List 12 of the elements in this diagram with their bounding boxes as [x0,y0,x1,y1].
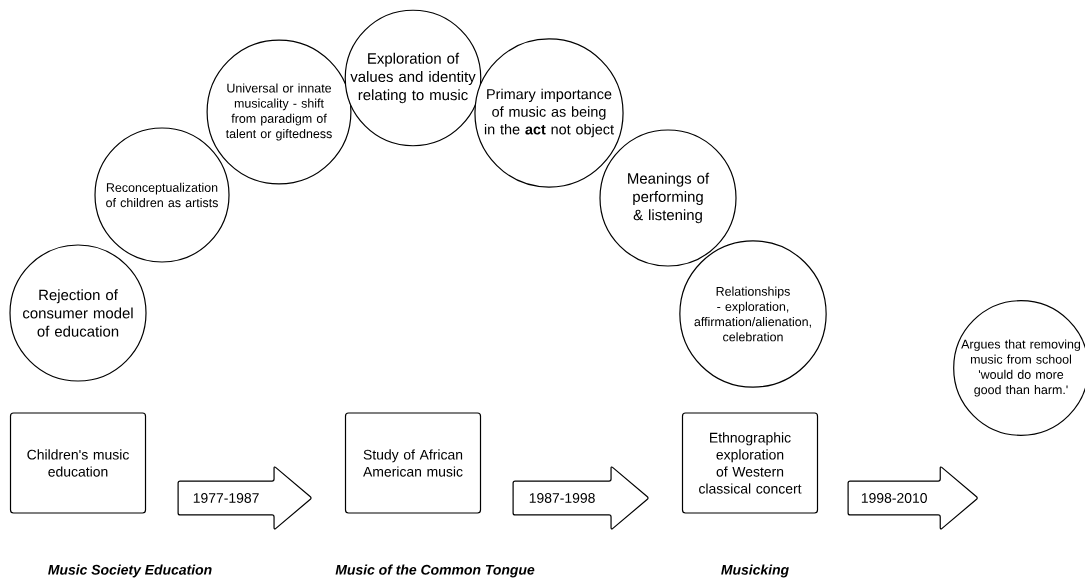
publication-box: Ethnographic exploration of Western classical concert [681,412,819,514]
book-title: Music of the Common Tongue [335,564,535,578]
block-arrow [177,466,312,530]
book-title: Music Society Education [48,564,212,578]
edge-label: 1987-1998 [529,493,595,503]
book-title: Musicking [721,564,789,578]
publication-box: Study of African American music [344,412,482,514]
block-arrow [847,466,978,530]
block-arrow [512,466,649,530]
edge-label: 1977-1987 [193,493,259,503]
edge-label: 1998-2010 [861,493,927,503]
publication-box: Children's music education [9,412,147,514]
